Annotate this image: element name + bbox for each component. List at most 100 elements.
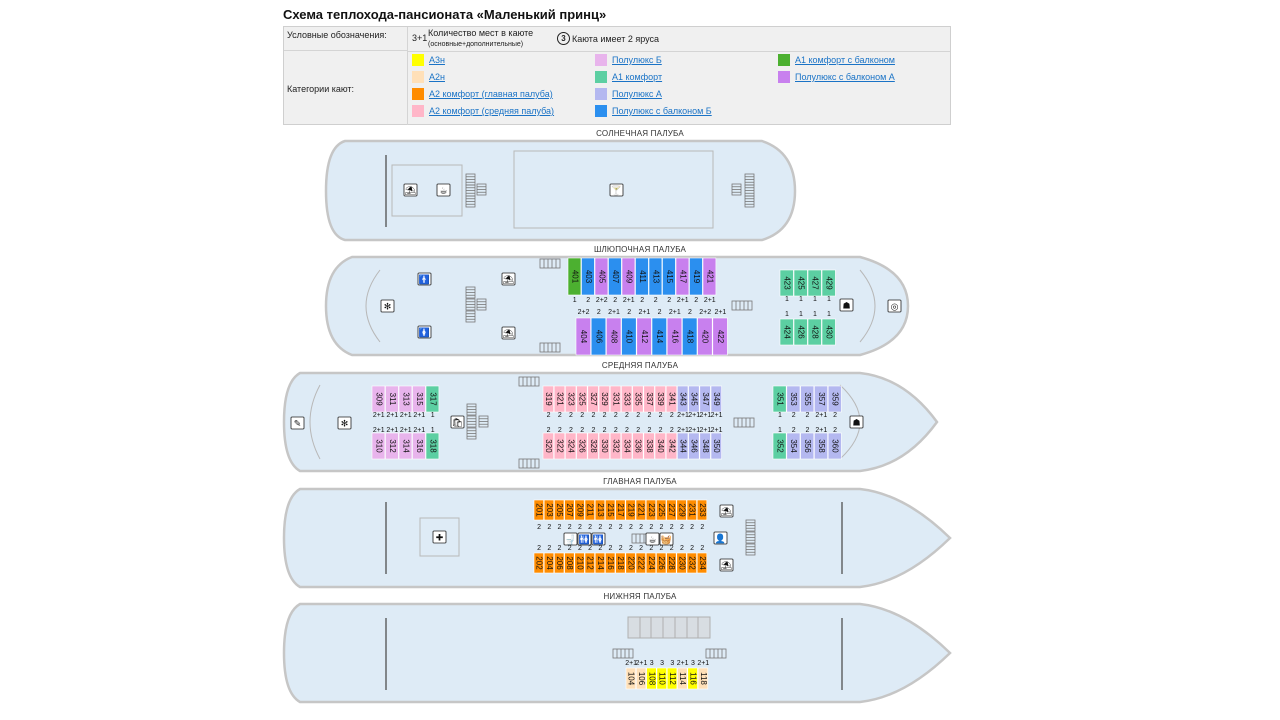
category-link[interactable]: А2 комфорт (главная палуба) (429, 89, 553, 99)
cabin-box[interactable] (412, 432, 426, 460)
category-link[interactable]: А1 комфорт (612, 72, 663, 82)
cabin-box[interactable] (779, 318, 794, 346)
cabin-box[interactable] (564, 552, 575, 574)
cabin-box[interactable] (699, 432, 711, 460)
cabin-box[interactable] (772, 432, 787, 460)
cabin-box[interactable] (590, 317, 607, 356)
cabin-box[interactable] (665, 385, 678, 413)
cabin-box[interactable] (542, 385, 554, 413)
cabin-box[interactable] (654, 432, 666, 460)
cabin-box[interactable] (677, 667, 688, 690)
cabin-box[interactable] (621, 257, 636, 296)
cabin-box[interactable] (576, 432, 588, 460)
cabin-box[interactable] (567, 257, 582, 296)
cabin-box[interactable] (398, 432, 413, 460)
cabin-box[interactable] (821, 318, 836, 346)
cabin-box[interactable] (651, 317, 667, 356)
cabin-box[interactable] (666, 499, 677, 521)
cabin-box[interactable] (666, 552, 677, 574)
cabin-box[interactable] (676, 499, 687, 521)
cabin-box[interactable] (553, 432, 566, 460)
cabin-box[interactable] (574, 552, 585, 574)
cabin-box[interactable] (615, 499, 626, 521)
category-link[interactable]: А2н (429, 72, 445, 82)
cabin-box[interactable] (587, 432, 599, 460)
cabin-box[interactable] (635, 257, 649, 296)
cabin-box[interactable] (821, 269, 836, 297)
category-link[interactable]: А2 комфорт (средняя палуба) (429, 106, 555, 116)
cabin-box[interactable] (696, 552, 708, 574)
cabin-box[interactable] (605, 499, 616, 521)
cabin-box[interactable] (565, 432, 577, 460)
cabin-box[interactable] (646, 667, 657, 690)
cabin-box[interactable] (543, 499, 555, 521)
cabin-box[interactable] (699, 385, 711, 413)
cabin-box[interactable] (636, 317, 652, 356)
category-link[interactable]: А3н (429, 55, 445, 65)
cabin-box[interactable] (800, 432, 815, 460)
cabin-box[interactable] (662, 257, 676, 296)
cabin-box[interactable] (654, 385, 666, 413)
cabin-box[interactable] (371, 432, 386, 460)
cabin-box[interactable] (793, 269, 808, 297)
cabin-box[interactable] (594, 499, 606, 521)
cabin-box[interactable] (697, 317, 713, 356)
cabin-box[interactable] (710, 385, 722, 413)
cabin-box[interactable] (412, 385, 426, 413)
cabin-box[interactable] (682, 317, 698, 356)
cabin-box[interactable] (786, 432, 801, 460)
cabin-box[interactable] (677, 432, 689, 460)
category-link[interactable]: Полулюкс А (612, 89, 662, 99)
cabin-box[interactable] (807, 269, 822, 297)
cabin-box[interactable] (643, 385, 655, 413)
cabin-box[interactable] (625, 499, 636, 521)
cabin-box[interactable] (398, 385, 413, 413)
cabin-box[interactable] (666, 667, 678, 690)
